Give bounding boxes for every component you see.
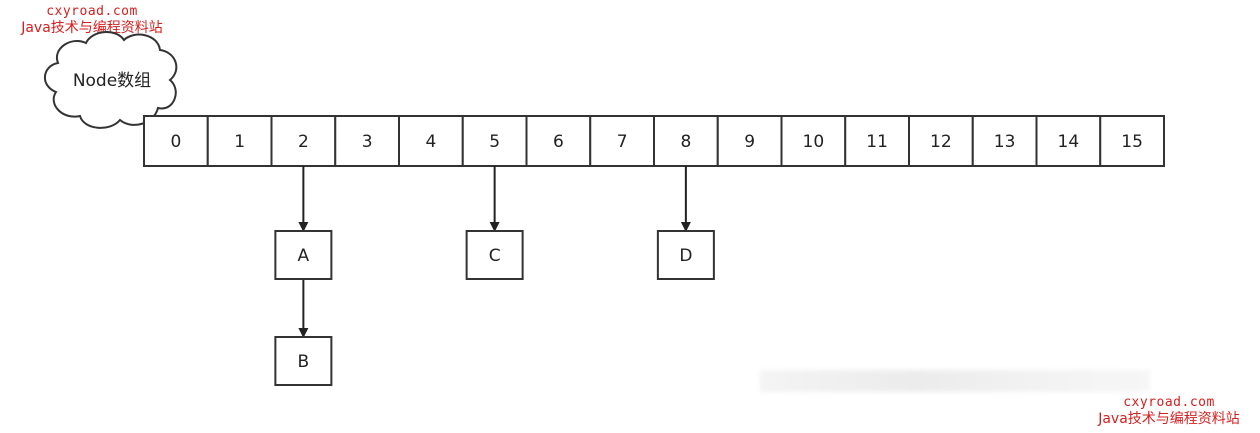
node-A: A <box>274 230 333 280</box>
array-cell-box <box>589 115 655 167</box>
array-cell-label: 11 <box>866 132 888 152</box>
node-box <box>465 230 524 280</box>
node-label: C <box>489 246 501 266</box>
array-cell-label: 10 <box>803 132 825 152</box>
watermark-bottom: cxyroad.com Java技术与编程资料站 <box>1080 394 1258 428</box>
array-cell-box <box>653 115 719 167</box>
array-cell-8: 8 <box>653 115 719 167</box>
array-cell-box <box>334 115 400 167</box>
array-cell-box <box>398 115 464 167</box>
node-box <box>274 230 333 280</box>
array-cell-label: 12 <box>930 132 952 152</box>
linked-nodes: A B C D <box>274 230 715 386</box>
array-cell-2: 2 <box>270 115 337 167</box>
array-cell-box <box>780 115 847 167</box>
array-cell-6: 6 <box>525 115 592 167</box>
array-cell-label: 1 <box>234 132 245 152</box>
array-cell-15: 15 <box>1099 115 1165 167</box>
array-cell-box <box>1035 115 1102 167</box>
watermark-site: cxyroad.com <box>46 4 138 19</box>
node-label: B <box>298 352 310 372</box>
array-cell-label: 9 <box>744 132 755 152</box>
blurred-watermark <box>760 370 1150 392</box>
array-cell-label: 4 <box>425 132 436 152</box>
array-cell-14: 14 <box>1035 115 1102 167</box>
watermark-site: cxyroad.com <box>1123 395 1215 410</box>
node-box <box>656 230 715 280</box>
array-cell-0: 0 <box>143 115 209 167</box>
array-cell-box <box>461 115 528 167</box>
array-cell-label: 14 <box>1058 132 1080 152</box>
node-box <box>274 336 333 386</box>
array-cell-5: 5 <box>461 115 528 167</box>
watermark-name: Java技术与编程资料站 <box>1098 411 1240 427</box>
array-cell-box <box>270 115 337 167</box>
node-label: A <box>298 246 310 266</box>
array-cell-label: 8 <box>680 132 691 152</box>
array-cell-box <box>1099 115 1165 167</box>
array-cell-label: 7 <box>617 132 628 152</box>
array-cell-box <box>143 115 209 167</box>
array-cell-9: 9 <box>716 115 783 167</box>
node-label: D <box>679 246 692 266</box>
array-cell-label: 13 <box>994 132 1016 152</box>
cloud-label: Node数组 <box>73 71 151 91</box>
watermark-top: cxyroad.com Java技术与编程资料站 <box>4 3 180 37</box>
array-cell-7: 7 <box>589 115 655 167</box>
node-C: C <box>465 230 524 280</box>
array-cell-12: 12 <box>908 115 974 167</box>
node-B: B <box>274 336 333 386</box>
array-cell-label: 5 <box>489 132 500 152</box>
array-cell-label: 2 <box>298 132 309 152</box>
array-cell-13: 13 <box>971 115 1038 167</box>
array-cell-1: 1 <box>206 115 273 167</box>
array-cell-label: 15 <box>1121 132 1143 152</box>
array-cell-4: 4 <box>398 115 464 167</box>
array-cell-box <box>908 115 974 167</box>
array-cell-11: 11 <box>844 115 910 167</box>
array-cell-label: 6 <box>553 132 564 152</box>
cloud-shape: Node数组 <box>44 31 178 129</box>
array-cell-10: 10 <box>780 115 847 167</box>
node-D: D <box>656 230 715 280</box>
array-cell-3: 3 <box>334 115 400 167</box>
array-cell-box <box>525 115 592 167</box>
link-arrows <box>298 166 691 338</box>
watermark-name: Java技术与编程资料站 <box>21 20 163 36</box>
array-cell-box <box>844 115 910 167</box>
array-cell-label: 3 <box>362 132 373 152</box>
array-cell-label: 0 <box>170 132 181 152</box>
